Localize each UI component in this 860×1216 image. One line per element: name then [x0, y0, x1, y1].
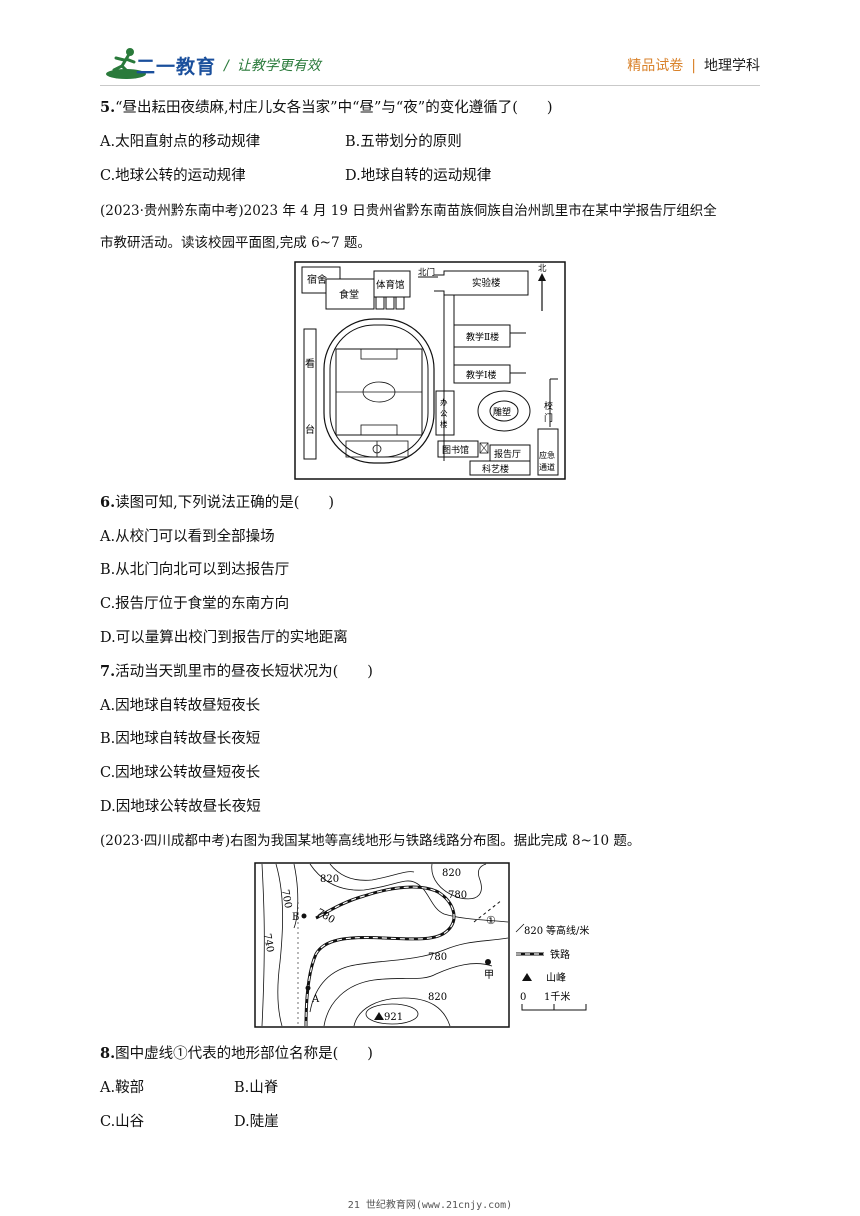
- label-north-gate: 北门: [418, 267, 435, 278]
- q5-option-a: A.太阳直射点的移动规律: [100, 134, 261, 150]
- q7-option-c: C.因地球公转故昼短夜长: [100, 765, 261, 781]
- label-office-3: 楼: [440, 419, 448, 429]
- label-emergency-2: 通道: [539, 462, 555, 472]
- q5-option-d: D.地球自转的运动规律: [345, 168, 492, 184]
- label-hall: 报告厅: [494, 448, 521, 460]
- q8-option-a: A.鞍部: [100, 1080, 145, 1096]
- point-a: A: [311, 994, 320, 1005]
- contour-820-c: 820: [428, 992, 447, 1003]
- contour-700: 700: [279, 889, 293, 910]
- q7-option-d: D.因地球公转故昼长夜短: [100, 799, 261, 815]
- dashed-line-1: ①: [486, 914, 496, 927]
- peak-921: 921: [384, 1012, 403, 1023]
- label-office-1: 办: [440, 397, 448, 407]
- header-tags: 精品试卷|地理学科: [627, 58, 760, 74]
- logo-runner-icon: [106, 48, 146, 79]
- label-school-gate-1: 校: [544, 400, 553, 412]
- slogan-text: 让教学更有效: [236, 58, 321, 74]
- q8-option-b: B.山脊: [234, 1080, 279, 1096]
- label-teach-2: 教学Ⅱ楼: [466, 331, 499, 343]
- page-header: 二一教育 /让教学更有效 精品试卷|地理学科: [0, 0, 860, 86]
- intro-8-10: (2023·四川成都中考)右图为我国某地等高线地形与铁路线路分布图。据此完成 8…: [100, 833, 641, 849]
- q7-option-a: A.因地球自转故昼短夜长: [100, 698, 261, 714]
- label-north: 北: [538, 264, 547, 274]
- q6-option-c: C.报告厅位于食堂的东南方向: [100, 596, 290, 612]
- contour-740: 740: [261, 933, 275, 954]
- q5-stem: 5.“昼出耘田夜绩麻,村庄儿女各当家”中“昼”与“夜”的变化遵循了( ): [100, 99, 553, 116]
- campus-map: 宿舍 食堂 体育馆 北门 看 台 实验楼 北 教学Ⅱ楼 教学Ⅰ楼 办 公 楼 雕…: [294, 261, 566, 480]
- label-dorm: 宿舍: [307, 273, 327, 286]
- q6-option-a: A.从校门可以看到全部操场: [100, 529, 275, 545]
- q6-option-d: D.可以量算出校门到报告厅的实地距离: [100, 630, 348, 646]
- contour-780-c: 780: [428, 952, 447, 963]
- legend-contour-value: 820: [524, 926, 543, 937]
- q5-option-b: B.五带划分的原则: [345, 134, 462, 150]
- legend-rail: 铁路: [550, 948, 570, 961]
- label-school-gate-2: 门: [544, 412, 553, 424]
- intro-6-7-line2: 市教研活动。读该校园平面图,完成 6~7 题。: [100, 235, 371, 251]
- scale-zero: 0: [520, 992, 526, 1003]
- label-canteen: 食堂: [339, 288, 359, 301]
- contour-780-b: 780: [448, 890, 467, 901]
- q7-option-b: B.因地球自转故昼长夜短: [100, 731, 261, 747]
- label-statue: 雕塑: [493, 406, 511, 418]
- header-divider: [100, 85, 760, 86]
- q7-stem: 7.活动当天凯里市的昼夜长短状况为( ): [100, 663, 373, 680]
- label-gym: 体育馆: [376, 279, 405, 291]
- page-footer: 21 世纪教育网(www.21cnjy.com): [347, 1200, 513, 1211]
- legend-contour: 等高线/米: [546, 924, 589, 937]
- contour-820-a: 820: [320, 874, 339, 885]
- label-lab: 实验楼: [472, 277, 501, 289]
- contour-map: 700 740 820 780 780 820 780 820 921 A B …: [254, 862, 589, 1028]
- label-office-2: 公: [440, 409, 448, 418]
- scale-one-km: 1千米: [544, 990, 570, 1003]
- tag-exam: 精品试卷: [627, 58, 684, 74]
- q8-option-d: D.陡崖: [234, 1114, 279, 1130]
- label-teach-1: 教学Ⅰ楼: [466, 369, 497, 381]
- label-library: 图书馆: [442, 444, 469, 456]
- tag-subject: 地理学科: [704, 58, 760, 74]
- q6-stem: 6.读图可知,下列说法正确的是( ): [100, 494, 335, 511]
- slogan: /让教学更有效: [224, 58, 321, 74]
- contour-820-b: 820: [442, 868, 461, 879]
- q8-option-c: C.山谷: [100, 1114, 145, 1130]
- label-stand-2: 台: [305, 423, 315, 436]
- point-jia: 甲: [484, 970, 494, 981]
- brand-name: 二一教育: [136, 56, 217, 78]
- label-tech: 科艺楼: [482, 463, 509, 475]
- legend-peak: 山峰: [546, 972, 566, 984]
- intro-6-7-line1: (2023·贵州黔东南中考)2023 年 4 月 19 日贵州省黔东南苗族侗族自…: [100, 203, 717, 219]
- label-emergency-1: 应急: [539, 450, 555, 460]
- q6-option-b: B.从北门向北可以到达报告厅: [100, 562, 290, 578]
- q8-stem: 8.图中虚线①代表的地形部位名称是( ): [100, 1045, 373, 1062]
- label-stand-1: 看: [305, 357, 315, 370]
- q5-option-c: C.地球公转的运动规律: [100, 168, 246, 184]
- point-b: B: [292, 912, 299, 923]
